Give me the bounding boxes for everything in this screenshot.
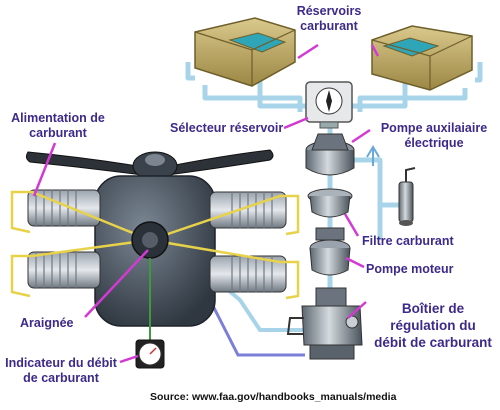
label-fuel-tanks: Réservoirs carburant [283,4,375,34]
label-fuel-filter: Filtre carburant [362,234,454,248]
engine [10,175,300,327]
label-fuel-supply-l2: carburant [29,126,87,140]
source-credit: Source: www.faa.gov/handbooks_manuals/me… [150,391,397,403]
label-flow-indicator-l1: Indicateur du débit [5,356,117,370]
label-fcu-l2: régulation du [390,318,476,333]
tank-selector-valve [305,81,353,129]
label-aux-pump-l2: électrique [404,136,464,150]
primer-cylinder [398,167,416,226]
fuel-filter [307,188,353,218]
leader-lines [32,43,380,364]
injector-feed-lines [10,190,300,300]
label-fcu-l3: débit de carburant [374,335,492,350]
engine-driven-pump [309,227,351,276]
label-flow-indicator-l2: de carburant [23,371,99,385]
label-engine-pump: Pompe moteur [366,262,454,276]
label-tank-selector: Sélecteur réservoir [170,121,284,135]
label-fuel-supply: Alimentation de carburant [2,111,114,141]
flow-divider-spider [131,221,169,259]
cylinder-left-bottom [27,251,101,289]
label-fuel-tanks-l2: carburant [300,19,358,33]
fuel-flow-gauge [135,258,165,369]
fuel-lines [185,62,483,290]
return-line [208,299,305,357]
label-aux-pump-l1: Pompe auxilaiaire [380,121,488,135]
label-fcu-l1: Boîtier de [401,301,465,316]
label-spider: Araignée [20,316,74,330]
fuel-control-unit [286,287,363,360]
label-fuel-tanks-l1: Réservoirs [296,4,362,18]
label-flow-indicator: Indicateur du débit de carburant [0,356,122,386]
label-aux-pump: Pompe auxilaiaire électrique [370,121,498,151]
propeller [25,149,274,181]
aux-pump-arrow [366,145,380,166]
auxiliary-electric-pump [305,133,355,176]
fuel-tank-right [371,25,473,91]
fuel-tank-left [194,17,296,87]
label-fuel-control-unit: Boîtier de régulation du débit de carbur… [368,300,498,351]
label-fuel-supply-l1: Alimentation de [11,111,105,125]
